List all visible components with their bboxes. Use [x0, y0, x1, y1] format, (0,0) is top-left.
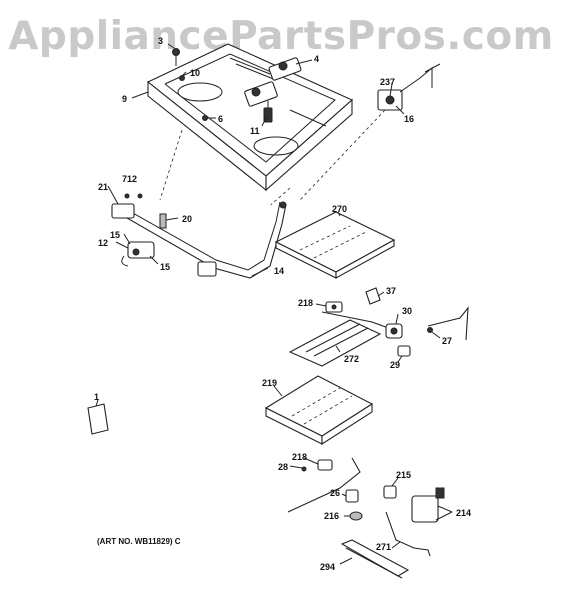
callout-16: 16 [404, 114, 414, 124]
callout-6: 6 [218, 114, 223, 124]
bracket-26-part [345, 489, 359, 503]
safety-valve-214-part [411, 487, 445, 523]
callout-37: 37 [386, 286, 396, 296]
leader-lines [95, 43, 453, 565]
callout-11: 11 [250, 126, 260, 136]
callout-21: 21 [98, 182, 108, 192]
callout-3: 3 [158, 36, 163, 46]
screw-10-part [179, 75, 185, 81]
callout-28: 28 [278, 462, 288, 472]
callout-712: 712 [122, 174, 137, 184]
callout-272: 272 [344, 354, 359, 364]
burner-valve-part [244, 57, 302, 107]
callout-15a: 15 [110, 230, 120, 240]
burner-box-part [146, 43, 354, 192]
igniter-215-part [383, 485, 397, 499]
bake-burner-219-part [264, 375, 374, 446]
callout-10: 10 [190, 68, 200, 78]
fitting-20-part [159, 213, 167, 229]
bake-burner-tube-part [287, 457, 361, 513]
callout-4: 4 [314, 54, 319, 64]
art-number-label: (ART NO. WB11829) C [97, 537, 181, 546]
washer-216-part [349, 511, 363, 521]
callout-237: 237 [380, 77, 395, 87]
callout-15b: 15 [160, 262, 170, 272]
callout-218b: 218 [292, 452, 307, 462]
callout-219: 219 [262, 378, 277, 388]
callout-9: 9 [122, 94, 127, 104]
callout-12: 12 [98, 238, 108, 248]
orifice-30-part [385, 323, 403, 339]
callout-30: 30 [402, 306, 412, 316]
callout-214: 214 [456, 508, 471, 518]
tube-27-part [427, 306, 469, 341]
manifold-pipe-part [111, 201, 287, 279]
watermark-text: AppliancePartsPros.com [8, 14, 554, 59]
callout-27: 27 [442, 336, 452, 346]
clip-37-part [365, 287, 381, 305]
screw-6-part [202, 115, 208, 121]
callout-labels: 3 4 10 9 237 16 6 11 712 21 20 270 15 12… [94, 36, 471, 572]
callout-26: 26 [330, 488, 340, 498]
burner-270-part [274, 211, 396, 279]
screw-3-part [172, 48, 180, 66]
callout-271: 271 [376, 542, 391, 552]
tube-271-part [385, 511, 431, 557]
callout-20: 20 [182, 214, 192, 224]
broil-burner-part [288, 301, 395, 367]
callout-14: 14 [274, 266, 284, 276]
callout-29: 29 [390, 360, 400, 370]
callout-1: 1 [94, 392, 99, 402]
callout-294: 294 [320, 562, 335, 572]
fitting-29-part [397, 345, 411, 357]
heat-shield-294-part [340, 539, 410, 579]
callout-216: 216 [324, 511, 339, 521]
callout-215: 215 [396, 470, 411, 480]
manual-1-part [87, 403, 109, 435]
callout-270: 270 [332, 204, 347, 214]
valve-12-part [121, 241, 155, 267]
regulator-16-part [377, 63, 441, 111]
screws-712-part [124, 193, 143, 199]
callout-218a: 218 [298, 298, 313, 308]
